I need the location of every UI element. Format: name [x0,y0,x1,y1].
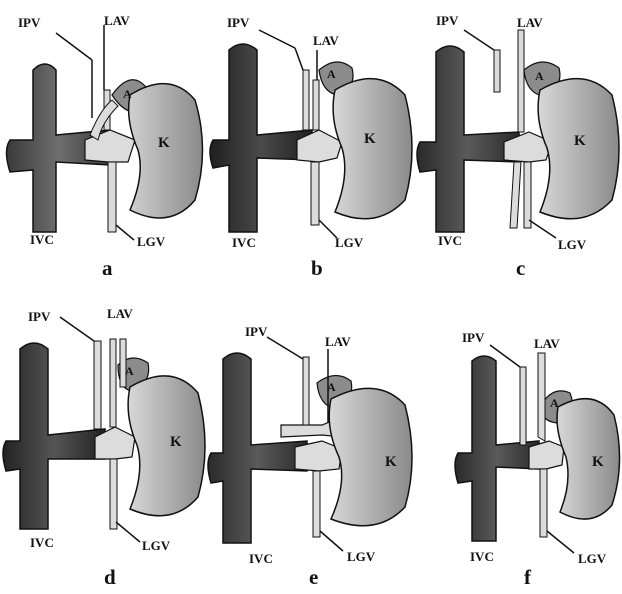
panel-e-diagram [207,297,414,594]
renal-vein [529,441,564,469]
panel-f-label: f [524,567,531,588]
lgv-vessel [311,162,319,225]
panel-d-label: d [104,567,116,588]
panel-c-label: c [516,258,525,279]
kidney-label: K [592,455,604,470]
panel-b-diagram [207,0,414,297]
kidney [329,388,412,525]
panel-f-diagram [414,297,621,594]
kidney-label: K [364,132,376,147]
ipv-label: IPV [28,310,50,323]
ivc [417,46,519,232]
ipv-vessel [494,50,500,92]
lgv-label: LGV [347,550,375,563]
lav-vessel [313,80,319,130]
panel-d: IPV LAV IVC LGV A K d [0,297,207,594]
lav-vessel [538,353,545,441]
adrenal-label: A [535,70,544,82]
adrenal-label: A [550,397,559,409]
ipv-vessel [303,357,309,425]
lgv-vessel-1 [510,162,521,228]
lgv-vessel [110,459,117,529]
lgv-vessel-2 [524,162,531,228]
lgv-vessel [540,469,547,537]
lgv-label: LGV [578,552,606,565]
kidney-label: K [158,136,170,151]
kidney-label: K [385,455,397,470]
kidney [557,399,620,519]
lav-label: LAV [313,34,339,47]
ivc [208,353,307,543]
adrenal-label: A [123,88,132,100]
ipv-label: IPV [18,16,40,29]
lgv-vessel [108,162,116,232]
ivc-label: IVC [438,234,462,247]
panel-a-diagram [0,0,207,297]
panel-c-diagram [414,0,621,297]
panel-f: IPV LAV IVC LGV A K f [414,297,621,594]
panel-a: IPV LAV IVC LGV A K a [0,0,207,297]
ipv-label: IPV [227,16,249,29]
ivc [210,44,312,232]
panel-c: IPV LAV IVC LGV A K c [414,0,621,297]
ivc [3,343,105,529]
kidney-label: K [574,134,586,149]
ipv-label: IPV [436,14,458,27]
adrenal-label: A [125,365,134,377]
ipv-label: IPV [245,325,267,338]
ipv-vessel [520,367,526,445]
panel-b-label: b [311,258,323,279]
adrenal-label: A [327,68,336,80]
lav-label: LAV [534,337,560,350]
ivc-label: IVC [470,550,494,563]
panel-e: IPV LAV IVC LGV A K e [207,297,414,594]
ivc-label: IVC [232,236,256,249]
kidney [333,79,412,219]
panel-e-label: e [309,567,318,588]
ivc-label: IVC [249,552,273,565]
panel-b: IPV LAV IVC LGV A K b [207,0,414,297]
adrenal-label: A [327,381,336,393]
lav-label: LAV [517,16,543,29]
lav-vessel-2 [120,339,126,387]
lgv-vessel [313,471,320,537]
kidney-label: K [170,435,182,450]
ipv-label: IPV [462,331,484,344]
lav-label: LAV [107,307,133,320]
lav-label: LAV [104,14,130,27]
ivc-label: IVC [30,233,54,246]
ivc-label: IVC [30,536,54,549]
lgv-label: LGV [335,236,363,249]
lgv-label: LGV [558,238,586,251]
lgv-label: LGV [137,235,165,248]
ipv-vessel [94,341,101,429]
panel-a-label: a [102,258,113,279]
lgv-label: LGV [142,539,170,552]
lav-vessel [518,30,524,132]
lav-label: LAV [325,335,351,348]
kidney [128,376,205,516]
ipv-vessel [303,70,309,130]
lav-vessel-1 [110,339,116,427]
